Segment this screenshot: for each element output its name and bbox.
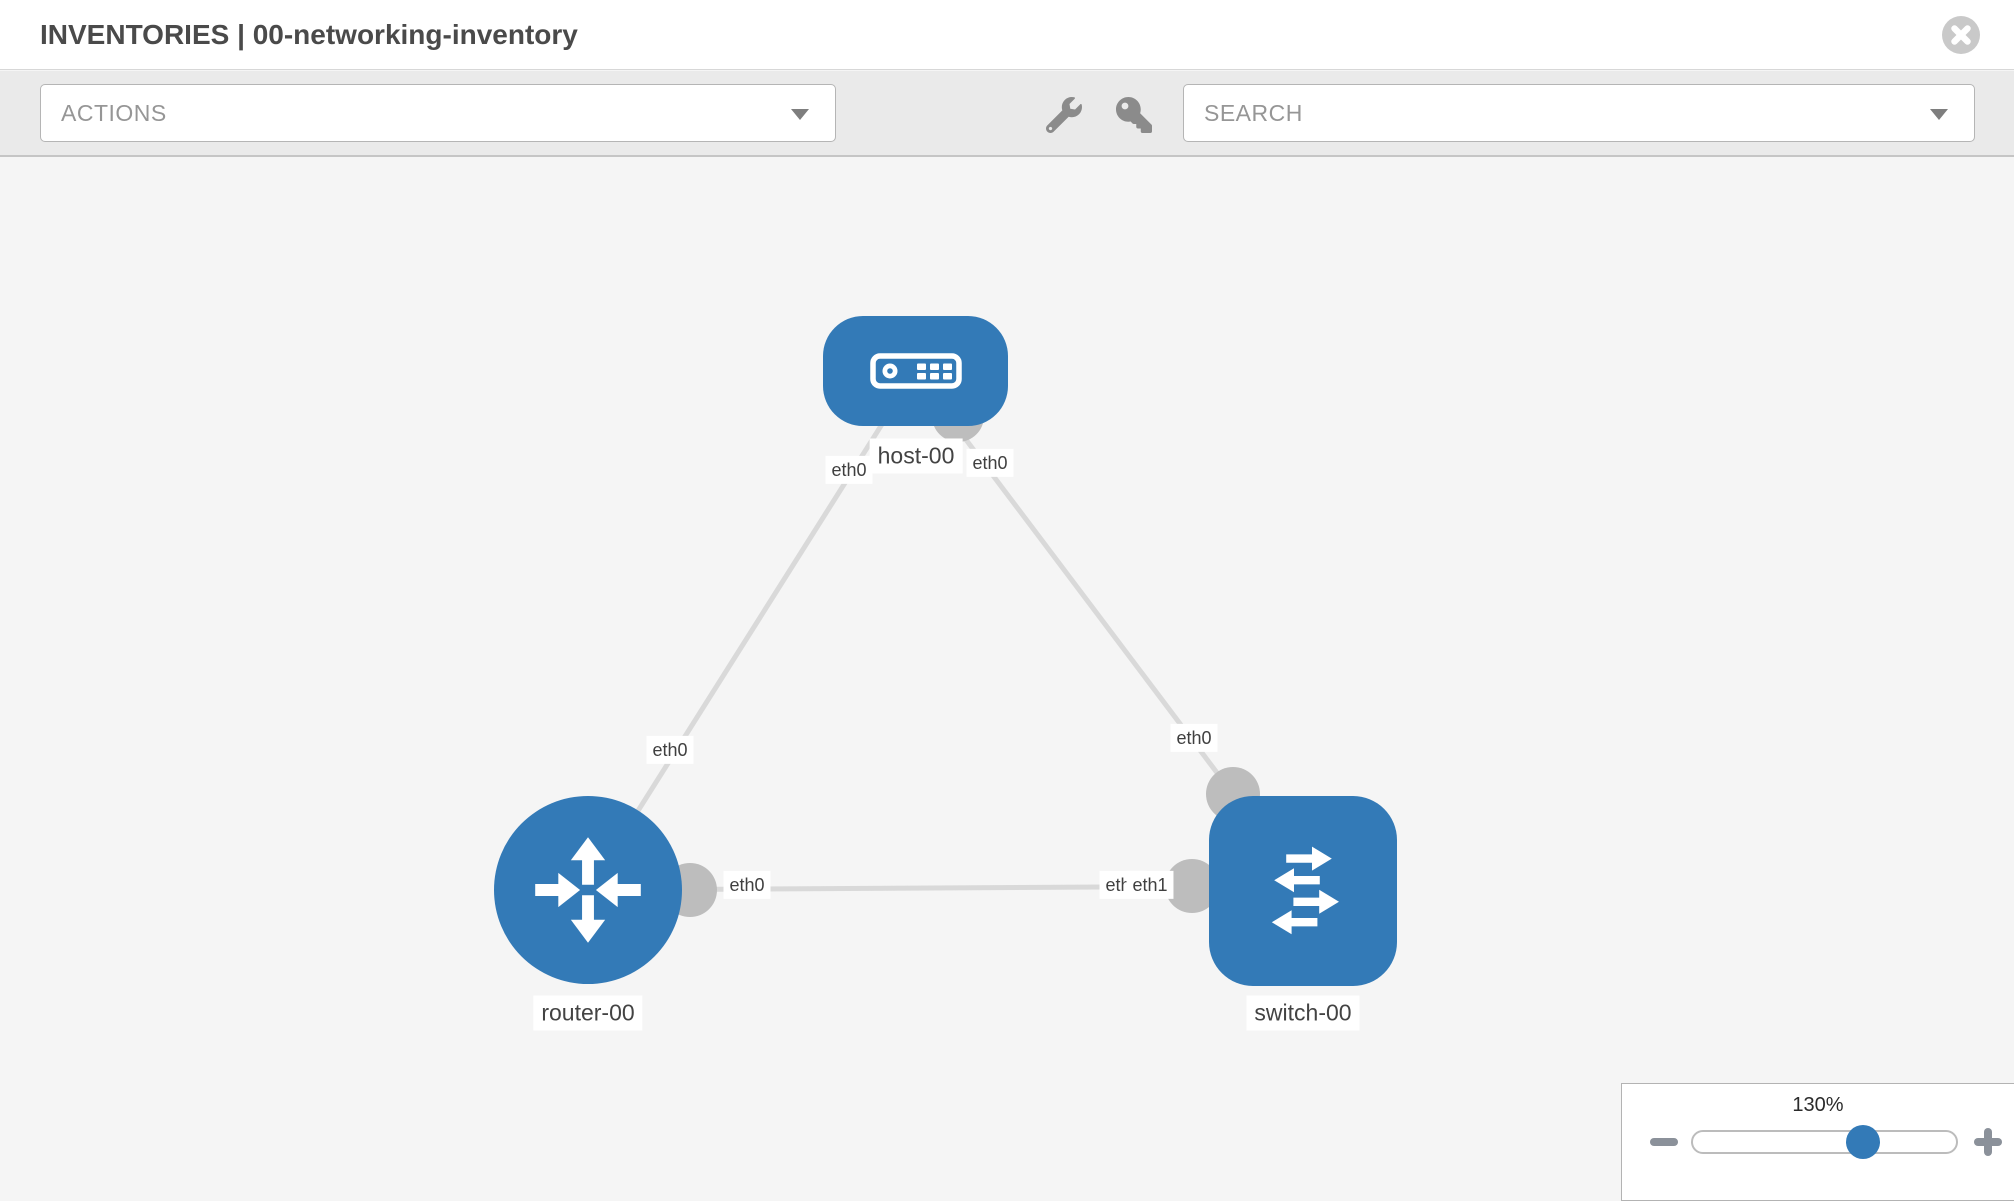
- close-icon: [1951, 25, 1971, 45]
- zoom-out-button[interactable]: [1650, 1138, 1678, 1146]
- iface-label-router-top: eth0: [646, 735, 694, 765]
- header-bar: INVENTORIES | 00-networking-inventory: [0, 0, 2014, 70]
- zoom-in-button[interactable]: [1974, 1128, 2002, 1156]
- node-label-switch: switch-00: [1246, 995, 1360, 1031]
- key-icon: [1116, 97, 1152, 133]
- zoom-slider-track[interactable]: [1691, 1125, 1958, 1159]
- router-icon: [535, 837, 641, 943]
- iface-label-switch-left-over: eth1: [1126, 870, 1174, 900]
- zoom-slider-thumb[interactable]: [1846, 1125, 1880, 1159]
- node-router-00[interactable]: [494, 796, 682, 984]
- iface-label-router-right: eth0: [723, 870, 771, 900]
- actions-dropdown[interactable]: ACTIONS: [40, 84, 836, 142]
- interface-connector[interactable]: [1165, 859, 1219, 913]
- key-legend-button[interactable]: [1116, 97, 1152, 133]
- page-title: INVENTORIES | 00-networking-inventory: [40, 19, 578, 50]
- host-server-icon: [869, 353, 962, 389]
- node-label-router: router-00: [533, 995, 643, 1031]
- chevron-down-icon: [791, 109, 809, 120]
- wrench-icon: [1045, 97, 1082, 134]
- search-dropdown-label: SEARCH: [1204, 100, 1303, 126]
- topology-links-layer: [585, 370, 1286, 917]
- node-switch-00[interactable]: [1209, 796, 1397, 986]
- iface-label-switch-top: eth0: [1170, 723, 1218, 753]
- link-host-switch[interactable]: [913, 370, 1235, 796]
- zoom-level-value: 130%: [1792, 1094, 1844, 1116]
- close-button[interactable]: [1942, 16, 1980, 54]
- iface-label-host-right: eth0: [966, 448, 1014, 478]
- zoom-control-panel: 130%: [1621, 1083, 2014, 1201]
- node-label-host: host-00: [869, 438, 963, 474]
- switch-icon: [1271, 846, 1339, 935]
- node-host-00[interactable]: [823, 316, 1008, 426]
- configure-button[interactable]: [1045, 97, 1082, 134]
- chevron-down-icon: [1930, 109, 1948, 120]
- topology-canvas[interactable]: eth0 eth0 eth0 eth0 eth0 eth0 eth1 host-…: [0, 157, 2014, 1201]
- toolbar: ACTIONS SEARCH: [0, 71, 2014, 157]
- actions-dropdown-label: ACTIONS: [61, 100, 167, 126]
- iface-label-host-left: eth0: [825, 455, 873, 485]
- search-dropdown[interactable]: SEARCH: [1183, 84, 1975, 142]
